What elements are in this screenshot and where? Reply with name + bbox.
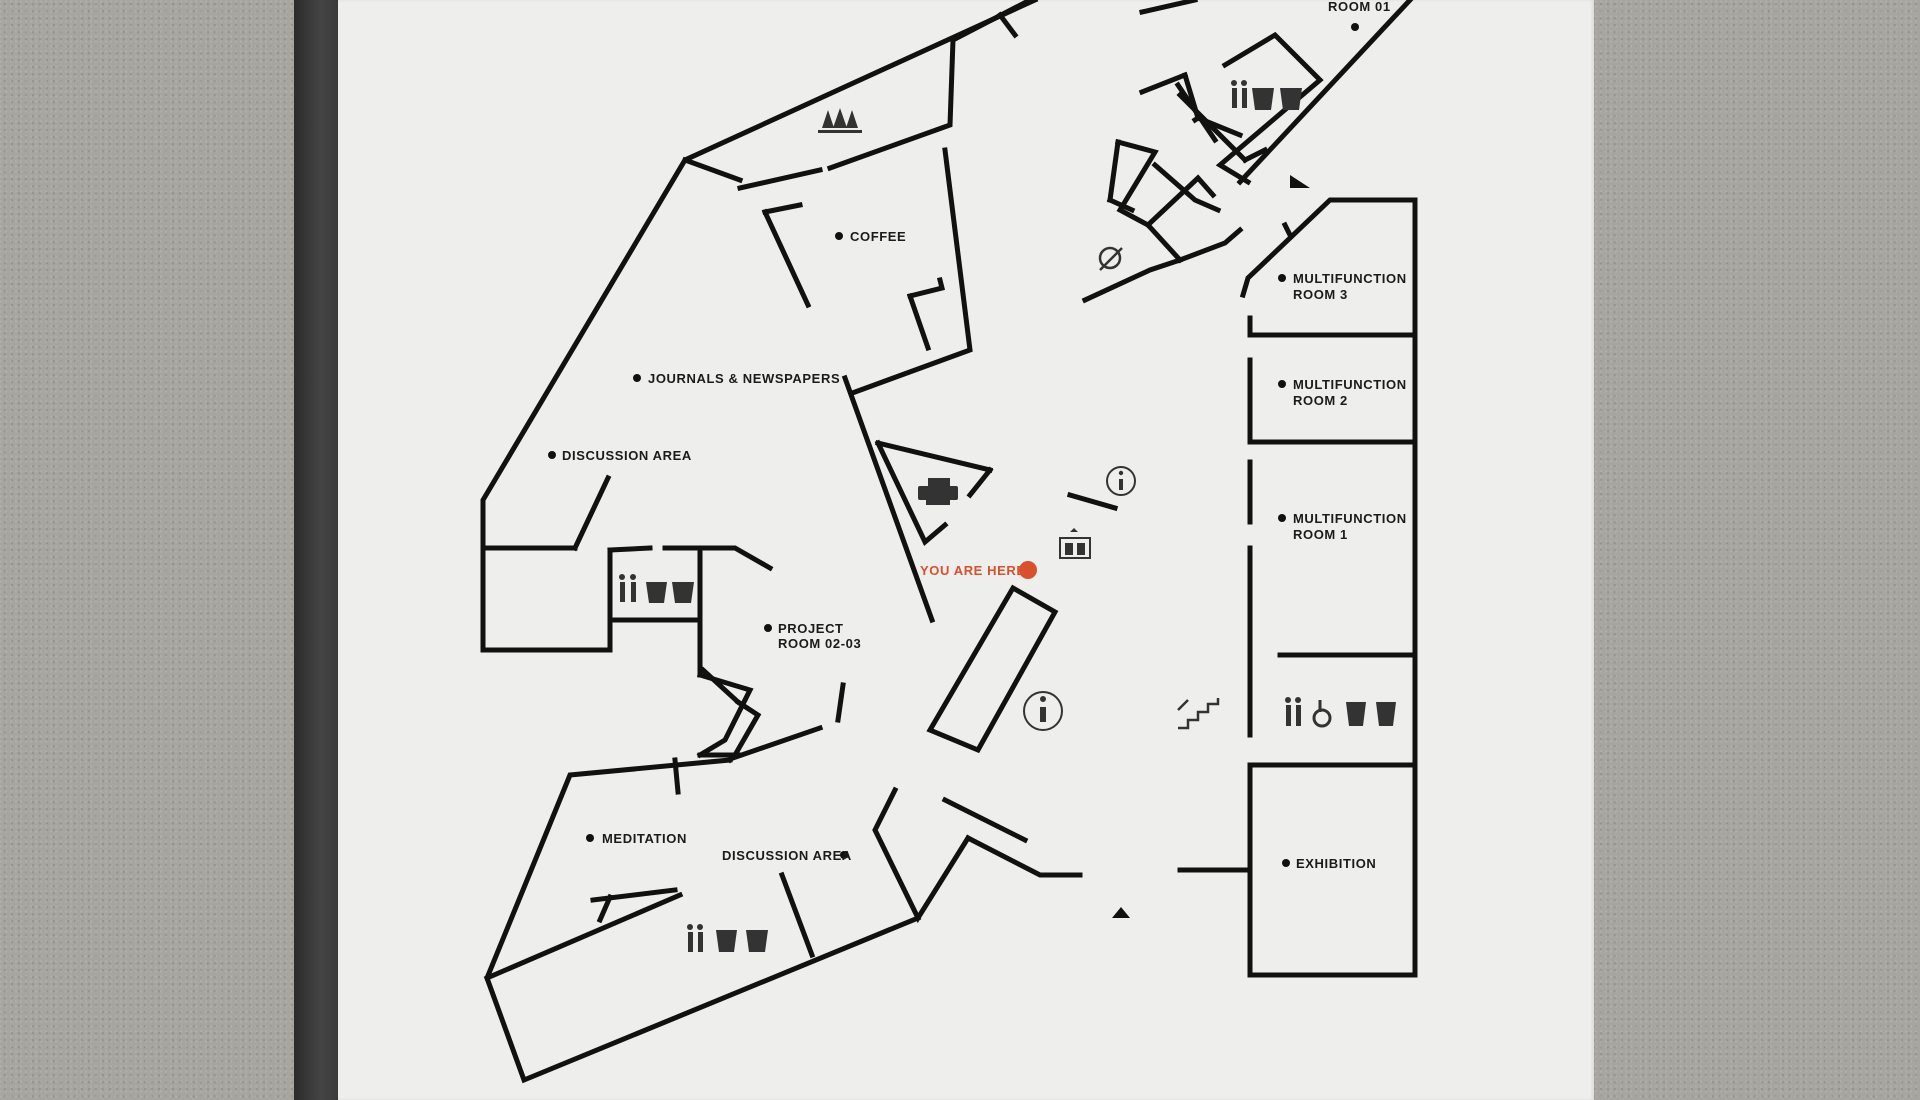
trash-bin-icon — [672, 582, 694, 603]
info-icon — [1023, 691, 1063, 731]
label-mf1-line2: ROOM 1 — [1293, 527, 1348, 542]
label-mf2-line1: MULTIFUNCTION — [1293, 377, 1407, 392]
entrance-arrow-icon — [1112, 907, 1130, 918]
you-are-here-label: YOU ARE HERE — [920, 563, 1026, 578]
no-phone-icon — [1098, 246, 1123, 271]
trash-bin-icon — [1376, 702, 1396, 726]
you-are-here-dot — [1019, 561, 1037, 579]
trash-bin-icon — [746, 930, 768, 952]
trash-bin-icon — [1280, 88, 1302, 110]
entrance-arrow-icon — [1290, 175, 1310, 188]
restroom-icon — [687, 924, 703, 952]
label-project-line1: PROJECT — [778, 621, 844, 636]
restroom-icon — [1285, 697, 1301, 726]
recycle-bin-icon — [1346, 702, 1366, 726]
label-project-line2: ROOM 02-03 — [778, 636, 861, 651]
sign-panel-edge — [294, 0, 338, 1100]
label-room-01: ROOM 01 — [1328, 0, 1391, 14]
restroom-icon — [1231, 80, 1247, 108]
you-are-here-marker: YOU ARE HERE — [920, 561, 1037, 579]
label-meditation: MEDITATION — [602, 831, 687, 846]
info-icon — [1106, 466, 1136, 496]
label-mf3-line1: MULTIFUNCTION — [1293, 271, 1407, 286]
label-exhibition: EXHIBITION — [1296, 856, 1376, 871]
walls — [480, 0, 1418, 1084]
label-discussion-area-1: DISCUSSION AREA — [562, 448, 692, 463]
printer-icon — [918, 478, 958, 505]
label-coffee: COFFEE — [850, 229, 906, 244]
label-mf3-line2: ROOM 3 — [1293, 287, 1348, 302]
trees-icon — [818, 108, 862, 133]
label-journals-newspapers: JOURNALS & NEWSPAPERS — [648, 371, 840, 386]
location-dots — [548, 23, 1359, 867]
recycle-bin-icon — [1252, 88, 1274, 110]
elevator-icon — [1059, 528, 1091, 559]
label-mf2-line2: ROOM 2 — [1293, 393, 1348, 408]
label-mf1-line1: MULTIFUNCTION — [1293, 511, 1407, 526]
stairs-icon — [1177, 698, 1220, 730]
label-discussion-area-2: DISCUSSION AREA — [722, 848, 852, 863]
recycle-bin-icon — [646, 582, 667, 603]
accessible-icon — [1312, 700, 1332, 728]
restroom-icon — [619, 574, 636, 602]
recycle-bin-icon — [716, 930, 737, 952]
